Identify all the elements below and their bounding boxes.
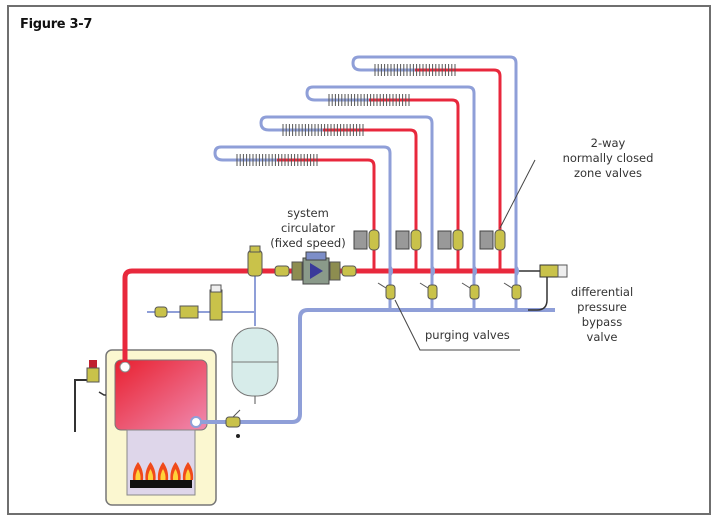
flame-core (160, 469, 166, 480)
bypass-label-line: differential (570, 285, 634, 299)
flame-core (172, 469, 179, 480)
relief-valve (74, 360, 106, 432)
purging-valve (385, 284, 396, 300)
pipe-crossover (389, 265, 393, 277)
zone-circuits (213, 55, 522, 310)
zone-supply-pipe (277, 158, 376, 271)
purging-valve (511, 284, 522, 300)
pipe-crossover (431, 265, 435, 277)
zone-return-pipe (259, 115, 434, 310)
main-supply-pipe (122, 268, 515, 362)
zone-supply-pipe (369, 98, 460, 271)
zone-2 (259, 115, 438, 310)
bypass-valve-label: differential pressure bypass valve (562, 285, 642, 345)
main-return-pipe (200, 308, 555, 424)
zone-valve-body (494, 229, 506, 251)
differential-pressure-bypass-valve (539, 264, 568, 278)
system-circulator (274, 251, 357, 285)
zone-valves-label-line: 2-way (590, 136, 626, 150)
zone-valve-body (410, 229, 422, 251)
zone-4 (351, 55, 522, 310)
flame-core (185, 469, 191, 480)
zone-valves-label-line: zone valves (573, 166, 642, 180)
zone-valves-label-line: normally closed (562, 151, 654, 165)
zone-valve-leader (499, 159, 536, 229)
purging-valve (427, 284, 438, 300)
zone-1 (213, 145, 396, 310)
purging-valve-handle (419, 282, 429, 289)
boiler-drain-valve (225, 409, 241, 438)
pipe-crossover (473, 265, 477, 277)
zone-supply-pipe (415, 68, 502, 271)
figure-title: Figure 3-7 (20, 17, 93, 32)
bypass-label-line: valve (586, 330, 618, 344)
burner (130, 480, 192, 488)
zone-valves-label: 2-way normally closed zone valves (548, 136, 668, 181)
zone-valve-body (452, 229, 464, 251)
purging-valve-handle (461, 282, 471, 289)
supply-outlet (119, 361, 131, 373)
return-inlet (190, 416, 202, 428)
boiler (105, 349, 217, 506)
purging-valve-handle (503, 282, 513, 289)
bypass-return-line (528, 277, 548, 311)
zone-return-pipe (351, 55, 518, 310)
flame-core (147, 469, 154, 480)
circulator-label-line: (fixed speed) (270, 236, 346, 250)
zone-valve-actuator (479, 230, 494, 250)
zone-valve-actuator (353, 230, 368, 250)
purging-valves-label: purging valves (425, 328, 510, 342)
purging-valve-handle (377, 282, 387, 289)
zone-valve-body (368, 229, 380, 251)
zone-return-pipe (213, 145, 392, 310)
circulator-label-line: circulator (280, 221, 336, 235)
pipe-crossover (515, 265, 519, 277)
zone-return-pipe (305, 85, 476, 310)
burner-flames (132, 462, 194, 480)
bypass-label-line: pressure (577, 300, 627, 314)
bypass-label-line: bypass (581, 315, 623, 329)
purging-valve-leader (394, 299, 520, 351)
circulator-label-line: system (287, 206, 329, 220)
expansion-tank (231, 271, 279, 404)
zone-valve-actuator (395, 230, 410, 250)
circulator-label: system circulator (fixed speed) (258, 206, 358, 251)
air-vent (247, 245, 263, 277)
zone-3 (305, 85, 480, 310)
zone-valve-actuator (437, 230, 452, 250)
purging-valve (469, 284, 480, 300)
fill-valve-assembly (147, 284, 255, 321)
zone-supply-pipe (323, 128, 418, 271)
flame-core (135, 469, 141, 480)
